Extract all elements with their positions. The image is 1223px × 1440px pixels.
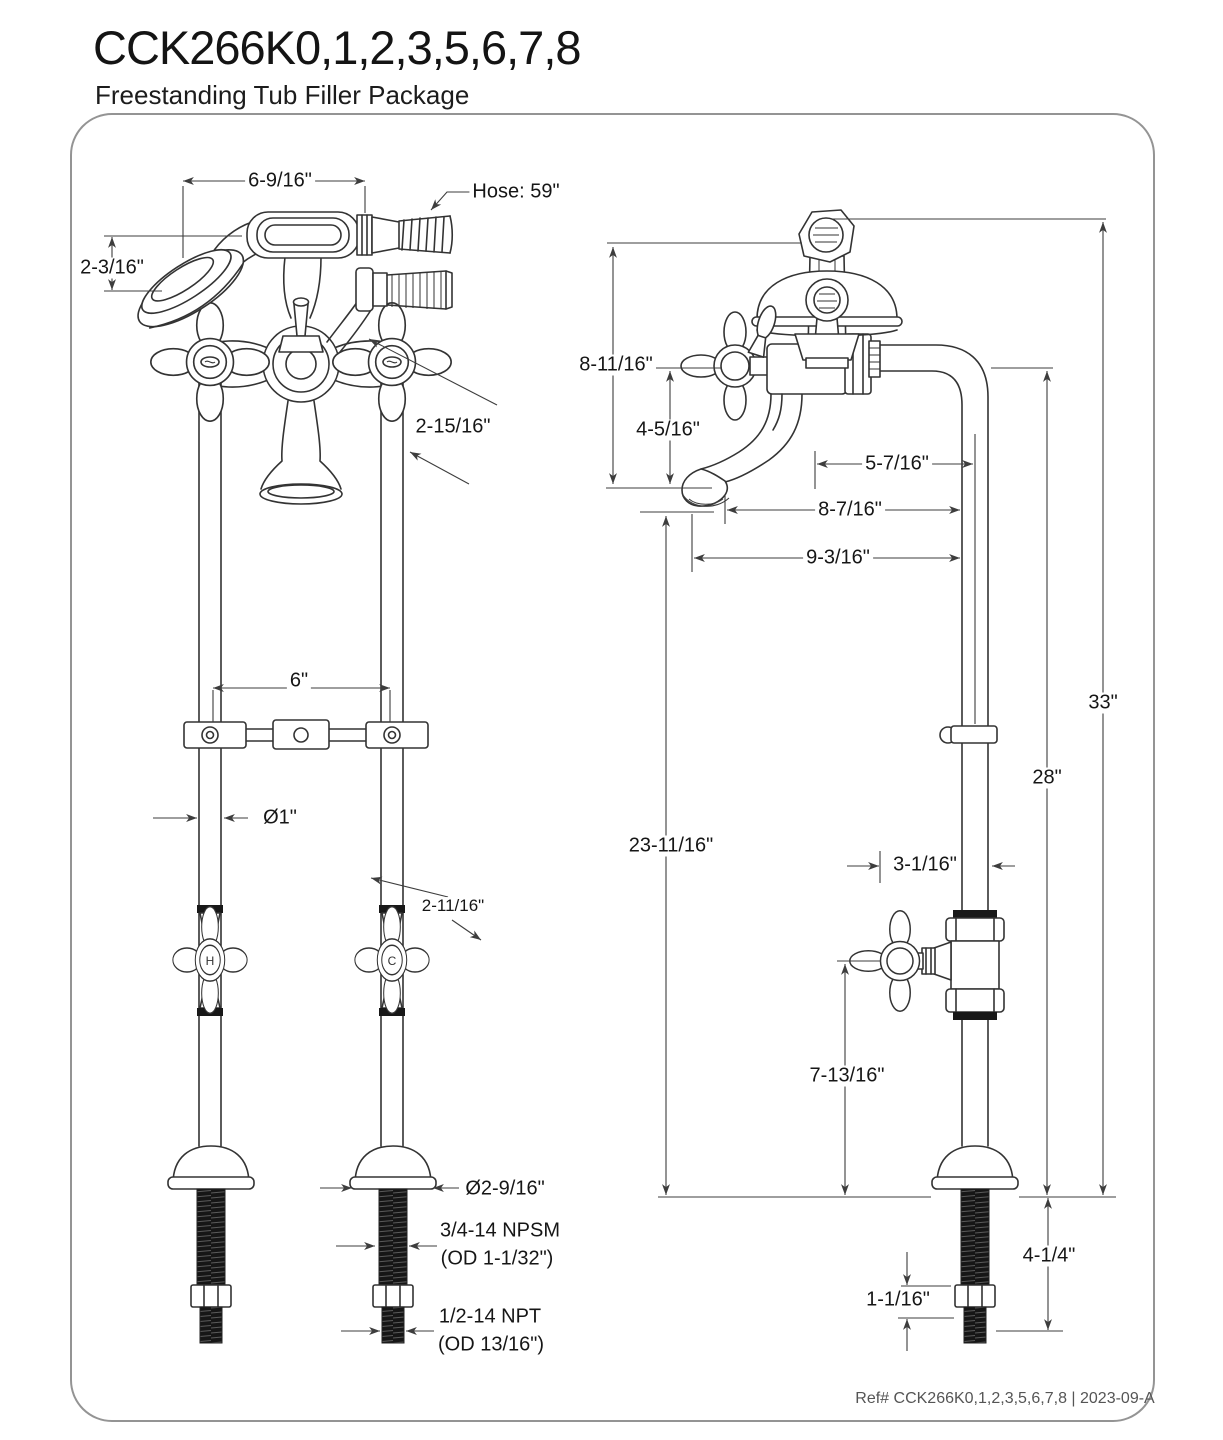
dim-valve-offset: 3-1/16" bbox=[890, 854, 960, 876]
cold-valve: C bbox=[354, 905, 430, 1016]
dim-height-to-spout-top: 8-11/16" bbox=[576, 354, 656, 376]
dim-pipe-spacing: 6" bbox=[286, 670, 312, 692]
hose-outlet bbox=[355, 267, 453, 312]
page-subtitle: Freestanding Tub Filler Package bbox=[95, 80, 470, 110]
dim-handshower-offset: 2-3/16" bbox=[77, 257, 147, 279]
dim-hose-length: Hose: 59" bbox=[469, 181, 563, 203]
dim-handle-diameter: 2-15/16" bbox=[412, 416, 494, 438]
footer-ref: Ref# CCK266K0,1,2,3,5,6,7,8 | 2023-09-A bbox=[855, 1390, 1155, 1407]
cold-valve-letter: C bbox=[388, 954, 397, 968]
side-view-drawing bbox=[680, 209, 1019, 1344]
dim-valve-height: 7-13/16" bbox=[806, 1065, 888, 1087]
dim-lower-thread: 1/2-14 NPT bbox=[435, 1306, 545, 1328]
dim-spout-width: 6-9/16" bbox=[245, 170, 315, 192]
page-title: CCK266K0,1,2,3,5,6,7,8 bbox=[93, 21, 582, 74]
dim-reach-mid: 8-7/16" bbox=[815, 499, 885, 521]
dim-upper-thread: 3/4-14 NPSM bbox=[436, 1220, 564, 1242]
dim-spout-drop: 4-5/16" bbox=[633, 419, 703, 441]
dim-upper-thread-od: (OD 1-1/32") bbox=[437, 1248, 557, 1270]
riser-valve bbox=[849, 910, 1005, 1020]
dim-valve-diameter: 2-11/16" bbox=[418, 897, 488, 915]
dim-lower-thread-od: (OD 13/16") bbox=[434, 1334, 548, 1356]
dim-floor-thread-length: 4-1/4" bbox=[1019, 1245, 1079, 1267]
dim-nut-section: 1-1/16" bbox=[863, 1289, 933, 1311]
dim-riser-height: 28" bbox=[1029, 767, 1065, 789]
dim-escutcheon-diameter: Ø2-9/16" bbox=[462, 1178, 548, 1200]
dim-reach-tip: 9-3/16" bbox=[803, 547, 873, 569]
side-faucet bbox=[680, 209, 903, 507]
dim-spout-outlet-height: 23-11/16" bbox=[625, 835, 717, 857]
hot-valve: H bbox=[172, 905, 248, 1016]
hand-shower bbox=[137, 211, 454, 329]
hot-valve-letter: H bbox=[206, 954, 215, 968]
front-view-drawing: H C bbox=[137, 211, 454, 1344]
dim-overall-height: 33" bbox=[1085, 692, 1121, 714]
dim-pipe-diameter: Ø1" bbox=[260, 807, 300, 829]
dim-reach-center: 5-7/16" bbox=[862, 453, 932, 475]
